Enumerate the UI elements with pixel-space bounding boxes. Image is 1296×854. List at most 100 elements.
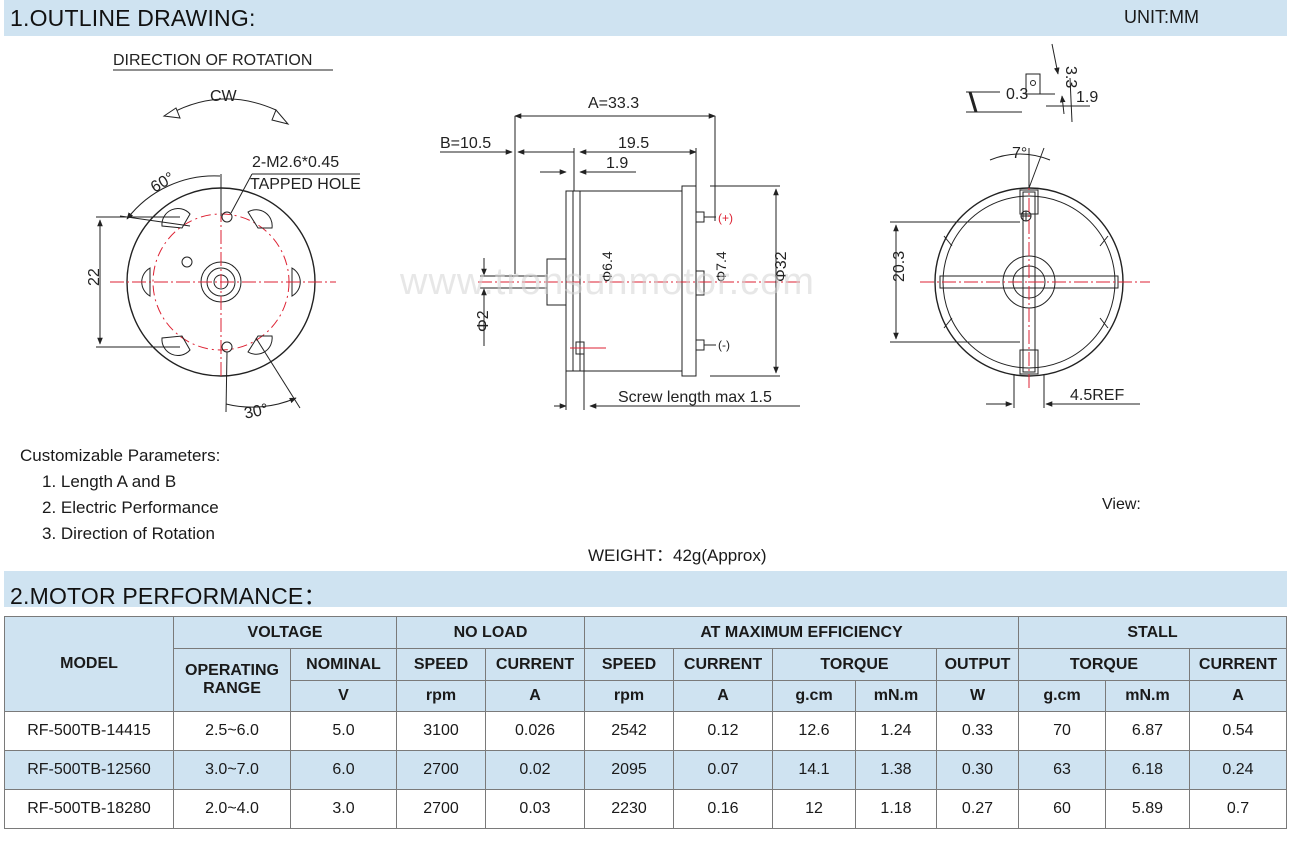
header-torque: TORQUE [772, 648, 937, 681]
cell: 0.7 [1189, 789, 1287, 829]
watermark: www.tronsunmotor.com [399, 261, 815, 303]
customizable-parameters: Customizable Parameters: 1. Length A and… [20, 443, 220, 547]
section-title: 1.OUTLINE DRAWING: [10, 5, 256, 31]
cell: 0.30 [936, 750, 1019, 790]
terminal-plus: (+) [718, 211, 733, 225]
cell: 1.24 [855, 711, 937, 751]
terminal-minus: (-) [718, 338, 730, 352]
header-max-efficiency: AT MAXIMUM EFFICIENCY [584, 616, 1019, 649]
cell: 0.12 [673, 711, 773, 751]
header-output: OUTPUT [936, 648, 1019, 681]
cell: 0.54 [1189, 711, 1287, 751]
unit-mnm: mN.m [1105, 680, 1190, 712]
terminal-1-9: 1.9 [1076, 89, 1098, 106]
weight-label: WEIGHT：42g(Approx) [588, 546, 767, 565]
dim-phi2: Φ2 [475, 310, 492, 332]
cell: 2700 [396, 789, 486, 829]
side-view [440, 113, 800, 410]
header-no-load: NO LOAD [396, 616, 585, 649]
outline-drawing: DIRECTION OF ROTATION CW 60° 30° 2-M2.6*… [86, 43, 1150, 423]
cell: 70 [1018, 711, 1106, 751]
unit-a: A [1189, 680, 1287, 712]
cell: RF-500TB-18280 [4, 789, 174, 829]
header-speed: SPEED [584, 648, 674, 681]
unit-mnm: mN.m [855, 680, 937, 712]
cell: RF-500TB-14415 [4, 711, 174, 751]
cell: RF-500TB-12560 [4, 750, 174, 790]
header-model: MODEL [4, 616, 174, 712]
cell: 63 [1018, 750, 1106, 790]
unit-rpm: rpm [584, 680, 674, 712]
section-title: 2.MOTOR PERFORMANCE： [10, 583, 327, 609]
cell: 3.0~7.0 [173, 750, 291, 790]
cell: 12 [772, 789, 856, 829]
cell: 0.03 [485, 789, 585, 829]
cell: 2095 [584, 750, 674, 790]
angle-7-label: 7° [1012, 145, 1027, 162]
cell: 0.27 [936, 789, 1019, 829]
header-nominal: NOMINAL [290, 648, 397, 681]
tapped-hole-line1: 2-M2.6*0.45 [252, 154, 339, 171]
cw-label: CW [210, 88, 238, 105]
cell: 2542 [584, 711, 674, 751]
motor-performance-table: MODEL VOLTAGE NO LOAD AT MAXIMUM EFFICIE… [4, 616, 1287, 829]
cell: 0.02 [485, 750, 585, 790]
dim-20-3: 20.3 [891, 251, 908, 282]
cell: 0.24 [1189, 750, 1287, 790]
tapped-hole-line2: TAPPED HOLE [250, 176, 361, 193]
angle-30-label: 30° [243, 401, 270, 423]
dim-phi7-4: Φ7.4 [713, 251, 729, 282]
dim-phi32: Φ32 [773, 251, 790, 282]
cell: 1.38 [855, 750, 937, 790]
cell: 0.33 [936, 711, 1019, 751]
screw-length-label: Screw length max 1.5 [618, 389, 772, 406]
cell: 5.89 [1105, 789, 1190, 829]
header-speed: SPEED [396, 648, 486, 681]
dim-phi6-4: Φ6.4 [599, 251, 615, 282]
header-torque: TORQUE [1018, 648, 1190, 681]
header-stall: STALL [1018, 616, 1287, 649]
direction-of-rotation-label: DIRECTION OF ROTATION [113, 52, 312, 69]
unit-v: V [290, 680, 397, 712]
header-current: CURRENT [1189, 648, 1287, 681]
cell: 6.87 [1105, 711, 1190, 751]
dim-a: A=33.3 [588, 95, 639, 112]
angle-60-label: 60° [148, 169, 177, 196]
cell: 2.0~4.0 [173, 789, 291, 829]
dim-1-9: 1.9 [606, 155, 628, 172]
cell: 2230 [584, 789, 674, 829]
cell: 6.18 [1105, 750, 1190, 790]
dim-19-5: 19.5 [618, 135, 649, 152]
unit-a: A [673, 680, 773, 712]
dim-4-5ref: 4.5REF [1070, 387, 1124, 404]
cell: 60 [1018, 789, 1106, 829]
customizable-item: 1. Length A and B [42, 472, 177, 491]
unit-gcm: g.cm [1018, 680, 1106, 712]
unit-gcm: g.cm [772, 680, 856, 712]
cell: 0.026 [485, 711, 585, 751]
unit-rpm: rpm [396, 680, 486, 712]
table-row: RF-500TB-12560 3.0~7.0 6.0 2700 0.02 209… [4, 750, 1287, 790]
outline-drawing-header: 1.OUTLINE DRAWING: UNIT:MM [4, 0, 1287, 36]
header-current: CURRENT [485, 648, 585, 681]
dim-22: 22 [86, 268, 103, 286]
rear-view [890, 43, 1150, 408]
cell: 12.6 [772, 711, 856, 751]
front-view [96, 69, 360, 413]
cell: 6.0 [290, 750, 397, 790]
cell: 0.16 [673, 789, 773, 829]
cell: 1.18 [855, 789, 937, 829]
header-current: CURRENT [673, 648, 773, 681]
terminal-3-3: 3.3 [1062, 66, 1079, 88]
cell: 3.0 [290, 789, 397, 829]
customizable-heading: Customizable Parameters: [20, 446, 221, 465]
motor-performance-header: 2.MOTOR PERFORMANCE： [4, 571, 1287, 609]
view-label: View: [1102, 496, 1141, 513]
table-row: RF-500TB-18280 2.0~4.0 3.0 2700 0.03 223… [4, 789, 1287, 829]
unit-label: UNIT:MM [1124, 7, 1199, 27]
customizable-item: 3. Direction of Rotation [42, 524, 215, 543]
unit-w: W [936, 680, 1019, 712]
customizable-item: 2. Electric Performance [42, 498, 219, 517]
cell: 0.07 [673, 750, 773, 790]
